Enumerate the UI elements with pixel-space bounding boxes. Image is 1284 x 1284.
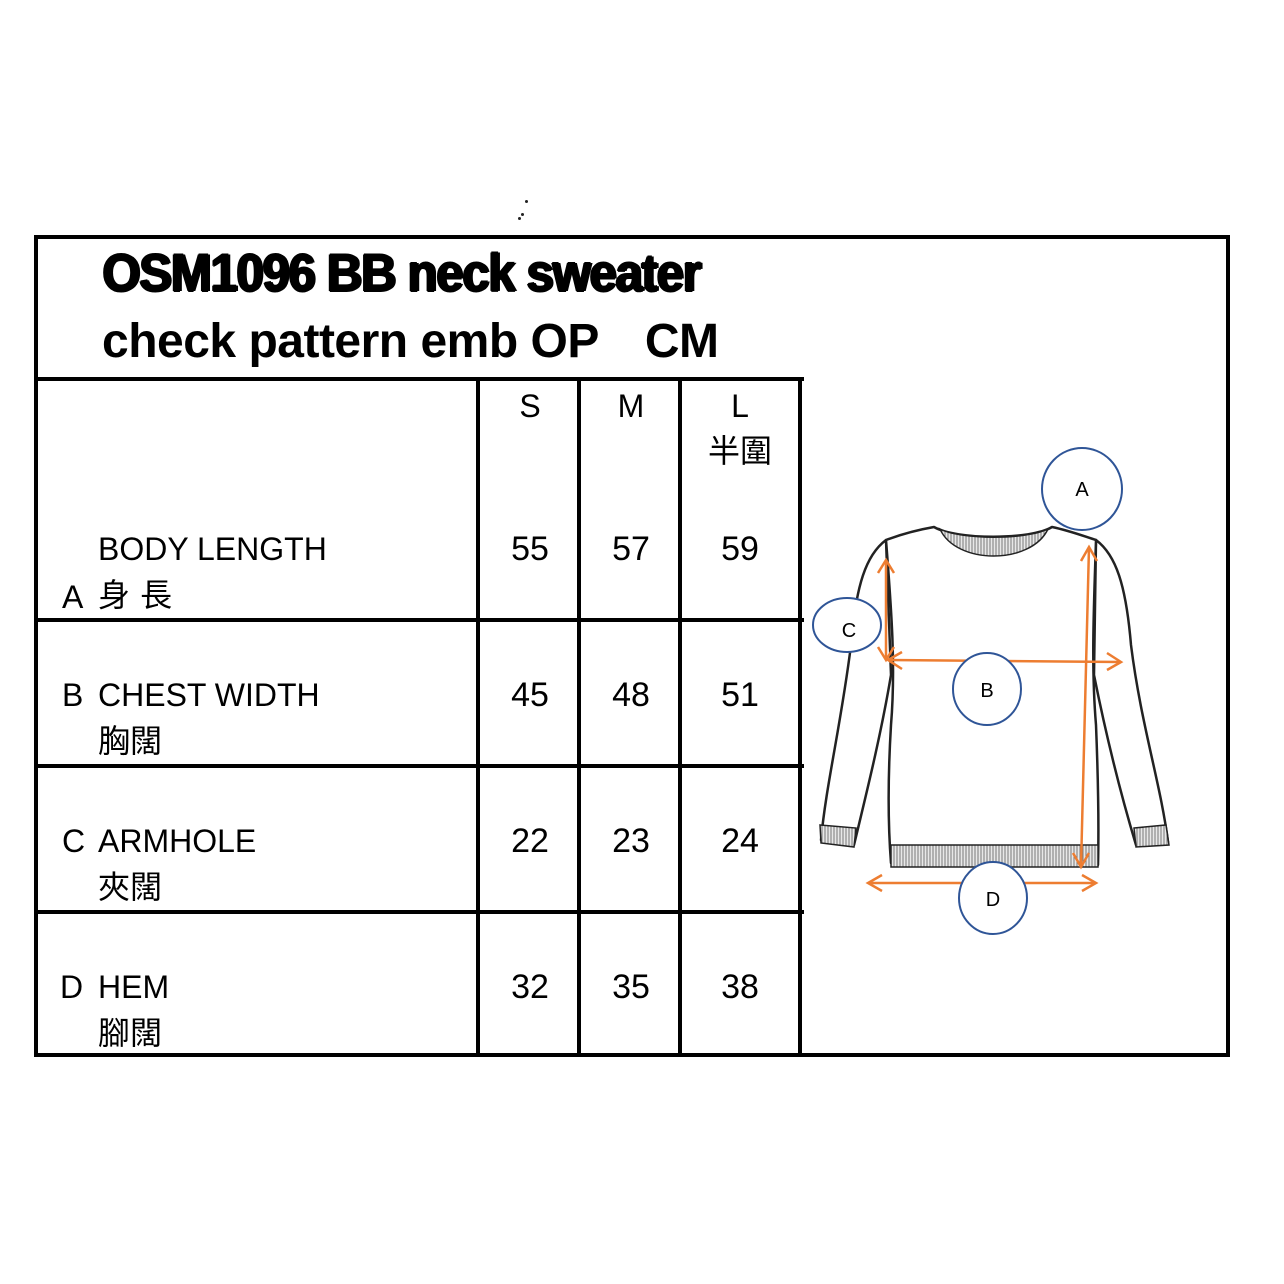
col-divider bbox=[798, 377, 802, 1057]
row-label-en: BODY LENGTH bbox=[98, 531, 327, 567]
row-key: D bbox=[60, 969, 84, 1005]
value-b-l: 51 bbox=[721, 676, 759, 714]
value-a-l: 59 bbox=[721, 530, 759, 568]
table-top-border bbox=[34, 377, 804, 381]
value-c-s: 22 bbox=[511, 822, 549, 860]
marker-a-label: A bbox=[1075, 479, 1089, 501]
row-key: B bbox=[62, 677, 84, 713]
row-key: C bbox=[62, 823, 86, 859]
marker-d-circle bbox=[958, 861, 1028, 935]
marker-c-label: C bbox=[842, 620, 856, 642]
unit-label: CM bbox=[644, 315, 719, 368]
value-b-m: 48 bbox=[612, 676, 650, 714]
value-b-s: 45 bbox=[511, 676, 549, 714]
value-c-l: 24 bbox=[721, 822, 759, 860]
marker-c-circle bbox=[812, 597, 882, 653]
marker-d-label: D bbox=[986, 889, 1000, 911]
product-title: OSM1096 BB neck sweater bbox=[102, 244, 701, 303]
marker-a-circle bbox=[1041, 447, 1123, 531]
left-cuff-rib bbox=[819, 824, 857, 848]
row-label-en: CHEST WIDTH bbox=[98, 677, 320, 713]
sweater-diagram: A B C D bbox=[812, 447, 1170, 935]
marker-b-label: B bbox=[980, 680, 993, 702]
row-label-zh: 夾闊 bbox=[98, 868, 163, 906]
value-a-m: 57 bbox=[612, 530, 650, 568]
measurement-markers bbox=[812, 447, 1123, 935]
value-d-m: 35 bbox=[612, 968, 650, 1006]
value-d-l: 38 bbox=[721, 968, 759, 1006]
product-subtitle: check pattern emb OP CM bbox=[102, 312, 719, 372]
marker-b-circle bbox=[952, 652, 1022, 726]
row-label-en: HEM bbox=[98, 969, 170, 1005]
value-a-s: 55 bbox=[511, 530, 549, 568]
product-variant: check pattern emb OP bbox=[102, 315, 599, 368]
body-length-arrow bbox=[1079, 546, 1091, 868]
row-key: A bbox=[62, 579, 84, 615]
value-d-s: 32 bbox=[511, 968, 549, 1006]
row-label-en: ARMHOLE bbox=[98, 823, 257, 859]
col-divider bbox=[577, 377, 581, 1057]
size-chart-frame bbox=[34, 235, 1230, 1057]
col-divider bbox=[678, 377, 682, 1057]
neckline-rib bbox=[938, 527, 1050, 557]
size-header-s: S bbox=[519, 388, 541, 424]
size-header-l: L bbox=[731, 388, 749, 424]
row-divider bbox=[34, 764, 804, 768]
row-divider bbox=[34, 910, 804, 914]
half-measure-note: 半圍 bbox=[707, 432, 772, 470]
row-label-zh: 身 長 bbox=[98, 576, 173, 614]
row-divider bbox=[34, 618, 804, 622]
value-c-m: 23 bbox=[612, 822, 650, 860]
size-header-m: M bbox=[617, 388, 645, 424]
stray-dots bbox=[516, 196, 536, 226]
right-cuff-rib bbox=[1133, 824, 1170, 848]
col-divider bbox=[476, 377, 480, 1057]
row-label-zh: 腳闊 bbox=[98, 1014, 163, 1052]
row-label-zh: 胸闊 bbox=[98, 722, 163, 760]
